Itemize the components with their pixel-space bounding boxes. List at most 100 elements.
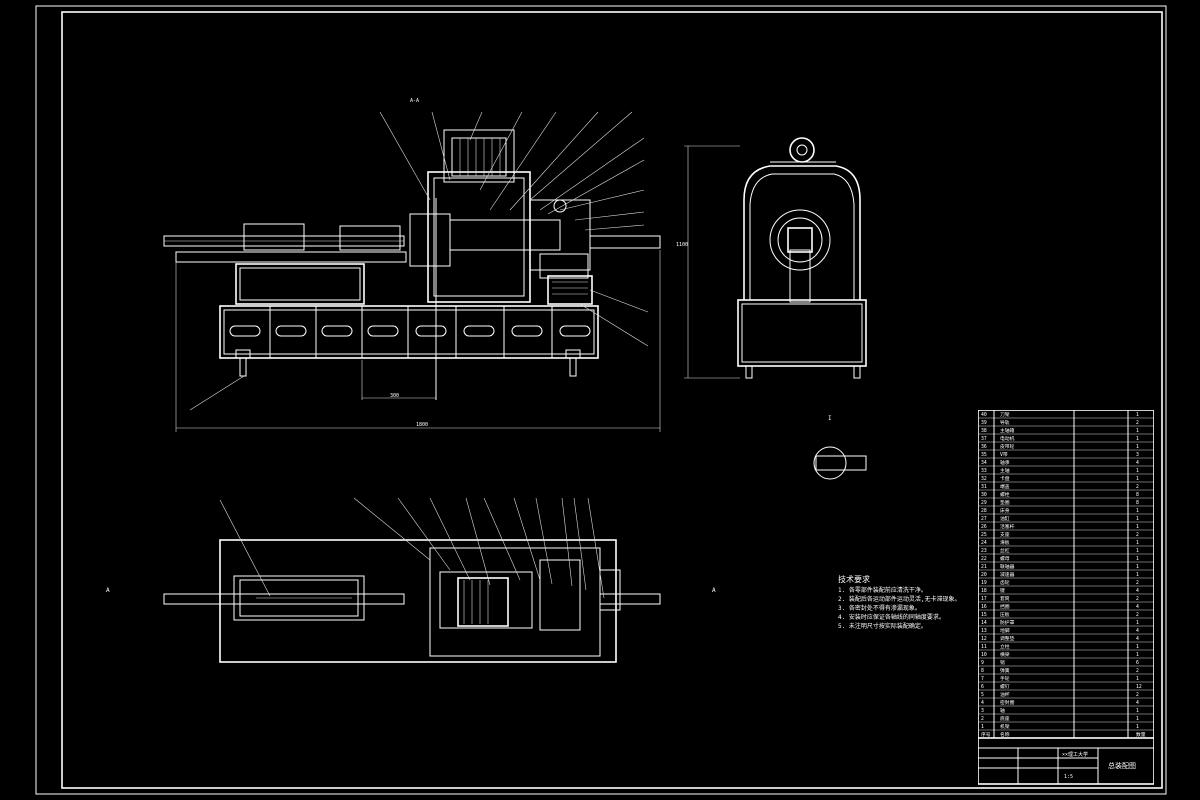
bom-no: 10 — [981, 652, 987, 658]
bom-name: 油缸 — [1000, 515, 1010, 522]
section-mark-right: A — [712, 587, 716, 594]
bom-no: 37 — [981, 436, 987, 442]
bom-no: 20 — [981, 572, 987, 578]
bom-no: 31 — [981, 484, 987, 490]
bom-no: 2 — [981, 716, 984, 722]
title-drawing-name: 总装配图 — [1108, 761, 1136, 770]
main-view-label: A-A — [410, 98, 419, 104]
bom-qty: 1 — [1136, 724, 1139, 730]
detail-label: I — [828, 415, 832, 422]
bom-no: 17 — [981, 596, 987, 602]
note-item: 1. 各零部件装配前应清洗干净。 — [838, 587, 927, 594]
bom-name: 减速器 — [1000, 571, 1015, 578]
technical-notes: 技术要求 1. 各零部件装配前应清洗干净。 2. 装配后各运动部件运动灵活,无卡… — [838, 575, 963, 631]
bom-name: 齿轮 — [1000, 579, 1010, 586]
note-item: 3. 各密封处不得有渗漏现象。 — [838, 605, 921, 612]
bom-no: 32 — [981, 476, 987, 482]
bom-qty: 1 — [1136, 540, 1139, 546]
bom-name: 压板 — [1000, 611, 1010, 618]
bom-no: 14 — [981, 620, 987, 626]
bom-name: 立柱 — [1000, 643, 1010, 650]
dim-overall-length: 1800 — [416, 422, 428, 428]
bom-qty: 2 — [1136, 484, 1139, 490]
bom-qty: 12 — [1136, 684, 1142, 690]
bom-qty: 1 — [1136, 508, 1139, 514]
bom-no: 22 — [981, 556, 987, 562]
notes-title: 技术要求 — [838, 575, 870, 584]
bom-qty: 4 — [1136, 700, 1139, 706]
bom-name: 端盖 — [1000, 483, 1010, 490]
bom-qty: 4 — [1136, 460, 1139, 466]
bom-no: 5 — [981, 692, 984, 698]
title-org: ××理工大学 — [1062, 751, 1088, 758]
bom-qty: 2 — [1136, 692, 1139, 698]
bom-name: 刀架 — [1000, 412, 1010, 418]
bom-qty: 1 — [1136, 620, 1139, 626]
bom-header-cell: 名称 — [1000, 731, 1010, 738]
bom-name: 套筒 — [1000, 595, 1010, 602]
bom-name: 油杯 — [1000, 691, 1010, 698]
bom-name: 卡盘 — [1000, 475, 1010, 482]
bom-name: 主轴箱 — [1000, 427, 1015, 434]
bom-no: 34 — [981, 460, 987, 466]
bom-no: 1 — [981, 724, 984, 730]
bom-qty: 1 — [1136, 708, 1139, 714]
bom-qty: 1 — [1136, 548, 1139, 554]
bom-name: 键 — [1000, 587, 1005, 594]
bom-no: 29 — [981, 500, 987, 506]
section-mark-left: A — [106, 587, 110, 594]
bom-name: 联轴器 — [1000, 563, 1015, 570]
bom-no: 24 — [981, 540, 987, 546]
bom-name: 活塞杆 — [1000, 523, 1015, 530]
bom-name: 挡圈 — [1000, 603, 1010, 610]
bom-name: 导轨 — [1000, 419, 1010, 426]
dim-height: 1100 — [676, 242, 688, 248]
outer-frame — [35, 5, 1167, 795]
bom-name: V带 — [1000, 452, 1008, 458]
bom-qty: 1 — [1136, 556, 1139, 562]
bom-no: 11 — [981, 644, 987, 650]
bom-no: 28 — [981, 508, 987, 514]
bom-name: 螺母 — [1000, 555, 1010, 562]
bom-qty: 4 — [1136, 636, 1139, 642]
bom-qty: 2 — [1136, 532, 1139, 538]
bom-no: 12 — [981, 636, 987, 642]
note-item: 2. 装配后各运动部件运动灵活,无卡滞现象。 — [838, 596, 961, 603]
bom-no: 13 — [981, 628, 987, 634]
bom-qty: 8 — [1136, 492, 1139, 498]
bom-name: 轴 — [1000, 707, 1005, 714]
bom-no: 16 — [981, 604, 987, 610]
bom-name: 电动机 — [1000, 435, 1015, 442]
main-view: 1800 300 A-A — [163, 98, 661, 432]
title-block: 总装配图 ××理工大学 1:5 — [978, 738, 1154, 785]
bom-name: 弹簧 — [1000, 667, 1010, 674]
bom-qty: 1 — [1136, 676, 1139, 682]
bom-no: 36 — [981, 444, 987, 450]
bom-qty: 1 — [1136, 516, 1139, 522]
bom-no: 35 — [981, 452, 987, 458]
inner-frame — [61, 11, 1163, 789]
bom-qty: 1 — [1136, 564, 1139, 570]
bom-name: 密封圈 — [1000, 699, 1015, 706]
bom-no: 33 — [981, 468, 987, 474]
